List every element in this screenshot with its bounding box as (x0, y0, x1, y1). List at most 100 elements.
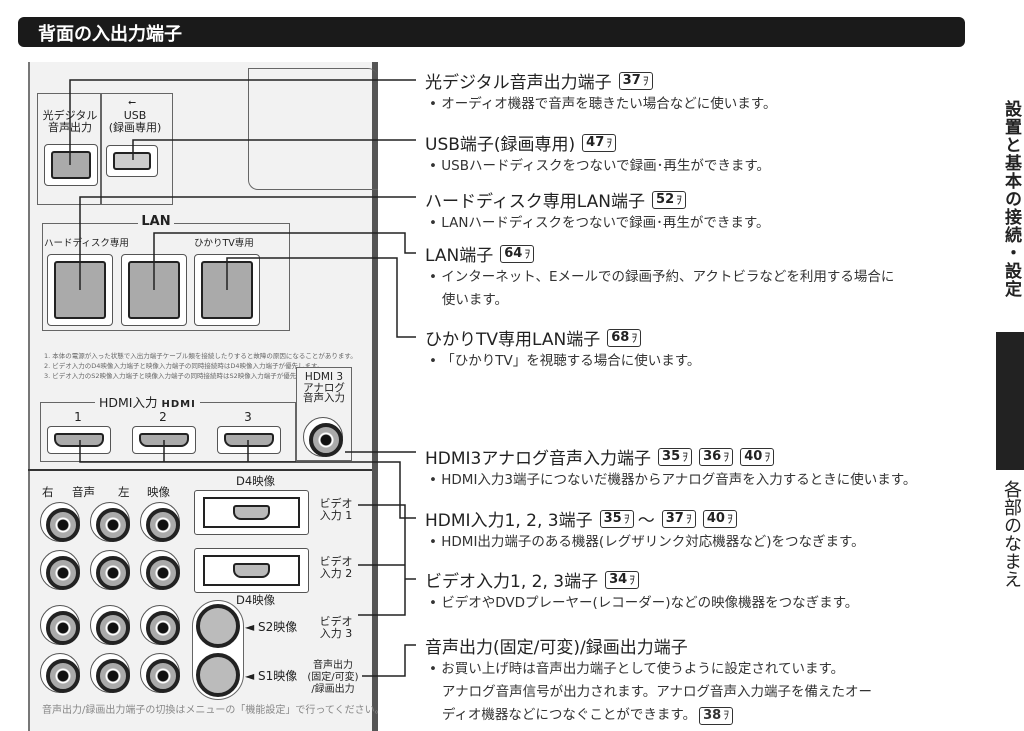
hdmi-port-2 (132, 426, 196, 454)
terminal-description: • オーディオ機器で音声を聴きたい場合などに使います。 (429, 96, 777, 112)
rca-jack (140, 605, 180, 645)
divider (100, 93, 102, 205)
optical-port (44, 144, 98, 186)
audio-out-label: 音声出力 (固定/可変) /録画出力 (307, 660, 359, 695)
note-1: 1. 本体の電源が入った状態で入出力端子ケーブル類を接続したりすると故障の原因に… (44, 352, 357, 360)
terminal-description: • インターネット、Eメールでの録画予約、アクトビラなどを利用する場合に 使いま… (429, 269, 895, 308)
chapter-tab-marker (996, 332, 1024, 470)
section-title: 背面の入出力端子 (38, 24, 182, 45)
terminal-title: LAN端子 (425, 246, 494, 266)
usb-icon: ⭠ (128, 97, 136, 108)
video-input-1-label: ビデオ 入力 1 (319, 497, 353, 522)
section-tab: 各部のなまえ (1001, 480, 1022, 588)
hdmi-logo: HDMI (161, 399, 196, 410)
video-input-2-label: ビデオ 入力 2 (319, 555, 353, 580)
divider (28, 469, 372, 471)
usb-port (106, 145, 158, 177)
note-2: 2. ビデオ入力のD4映像入力端子と映像入力端子の同時接続時はD4映像入力端子が… (44, 362, 324, 370)
s2-video-label: ◄ S2映像 (245, 620, 298, 634)
video-label: 映像 (147, 485, 170, 499)
terminal-title: ハードディスク専用LAN端子 (425, 192, 646, 212)
s1-video-port (196, 653, 240, 697)
top-port-box (37, 93, 173, 205)
hdmi-num-3: 3 (244, 410, 252, 424)
panel-edge (372, 62, 378, 731)
terminal-description: • ビデオやDVDプレーヤー(レコーダー)などの映像機器をつなぎます。 (429, 595, 859, 611)
rca-jack (140, 502, 180, 542)
rca-jack (40, 550, 80, 590)
hdmi3-audio-label: HDMI 3 アナログ 音声入力 (303, 371, 345, 404)
terminal-title: HDMI3アナログ音声入力端子 (425, 449, 652, 469)
rca-jack (90, 502, 130, 542)
hdmi3-audio-jack (303, 417, 343, 457)
panel-footer-note: 音声出力/録画出力端子の切換はメニューの「機能設定」で行ってください。 (42, 705, 385, 716)
page-range-sep: 〜 (637, 511, 655, 531)
s2-video-port (196, 604, 240, 648)
rca-jack (90, 653, 130, 693)
video-input-3-label: ビデオ 入力 3 (319, 615, 353, 640)
d4-label-1: D4映像 (236, 474, 276, 488)
d4-port-2 (194, 548, 309, 593)
rca-jack (140, 550, 180, 590)
hdmi-port-3 (217, 426, 281, 454)
audio-r-label: 右 (42, 485, 54, 499)
rca-jack (40, 502, 80, 542)
rca-jack (40, 605, 80, 645)
rca-jack (90, 605, 130, 645)
d4-label-2: D4映像 (236, 593, 276, 607)
panel-notes: 1. 本体の電源が入った状態で入出力端子ケーブル類を接続したりすると故障の原因に… (44, 351, 357, 381)
note-3: 3. ビデオ入力のS2映像入力端子と映像入力端子の同時接続時はS2映像入力端子が… (44, 372, 322, 380)
audio-l-label: 左 (118, 485, 130, 499)
hdmi-input-label: HDMI入力 HDMI (95, 396, 200, 411)
hdmi-num-1: 1 (74, 410, 82, 424)
terminal-description: • LANハードディスクをつないで録画･再生ができます。 (429, 215, 770, 231)
terminal-title: 音声出力(固定/可変)/録画出力端子 (425, 638, 688, 658)
terminal-title: ひかりTV専用LAN端子 (425, 330, 601, 350)
terminal-description: • HDMI入力3端子につないだ機器からアナログ音声を入力するときに使います。 (429, 472, 917, 488)
rca-jack (40, 653, 80, 693)
hdmi-num-2: 2 (159, 410, 167, 424)
terminal-item: 音声出力(固定/可変)/録画出力端子 • お買い上げ時は音声出力端子として使うよう… (425, 633, 872, 727)
rca-jack (140, 653, 180, 693)
terminal-description: • HDMI出力端子のある機器(レグザリンク対応機器など)をつなぎます。 (429, 534, 865, 550)
terminal-description: • 「ひかりTV」を視聴する場合に使います。 (429, 353, 701, 369)
chapter-tab: 設置と基本の接続・設定 (1001, 100, 1021, 298)
lan-hdd-label: ハードディスク専用 (44, 238, 129, 249)
terminal-title: USB端子(録画専用) (425, 135, 576, 155)
rca-jack (90, 550, 130, 590)
terminal-description: • USBハードディスクをつないで録画･再生ができます。 (429, 158, 771, 174)
terminal-title: 光デジタル音声出力端子 (425, 73, 612, 93)
terminal-title: ビデオ入力1, 2, 3端子 (425, 572, 599, 592)
lan-label: LAN (138, 215, 174, 228)
usb-label: USB (録画専用) (108, 109, 162, 134)
lan-hikari-label: ひかりTV専用 (194, 238, 254, 249)
d4-port-1 (194, 490, 309, 535)
terminal-description: • お買い上げ時は音声出力端子として使うように設定されています。 アナログ音声信… (429, 661, 872, 725)
section-header: 背面の入出力端子 (18, 17, 965, 47)
hdmi-port-1 (47, 426, 111, 454)
audio-label: 音声 (72, 485, 95, 499)
s1-video-label: ◄ S1映像 (245, 669, 298, 683)
